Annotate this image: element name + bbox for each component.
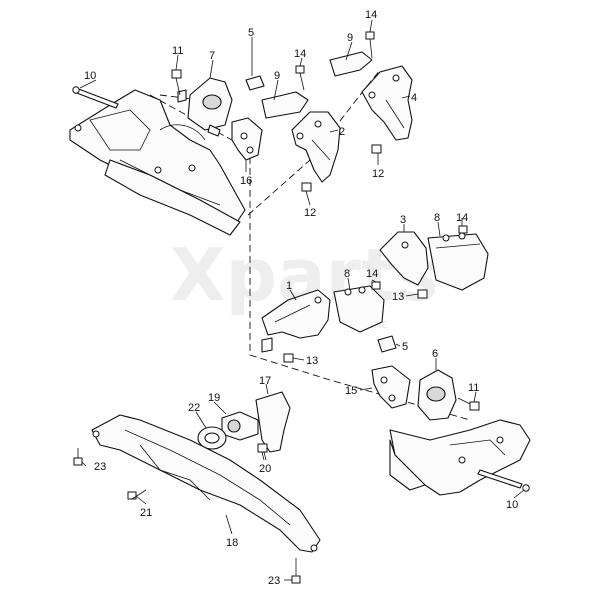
callout-21: 21: [140, 507, 152, 519]
bolts-12: [301, 144, 382, 192]
bolt-11-lower: [457, 397, 480, 411]
bolt-14-right: [458, 225, 468, 234]
callout-13-left: 13: [306, 355, 318, 367]
part-3-bracket: [379, 231, 429, 286]
part-16-bracket: [231, 117, 263, 161]
part-8-pad-left: [333, 285, 385, 333]
callout-7: 7: [209, 50, 215, 62]
lower-subframe: [389, 419, 531, 496]
bolt-14-mid: [295, 65, 305, 91]
part-15-bracket: [371, 365, 411, 409]
callout-11-top: 11: [172, 45, 183, 57]
bolt-11-top: [171, 69, 182, 96]
callout-14-mid: 14: [294, 48, 306, 60]
callout-23-left: 23: [94, 461, 106, 473]
part-2-bracket: [291, 111, 341, 183]
callout-11-lower: 11: [468, 382, 479, 394]
callout-1: 1: [286, 280, 292, 292]
bolt-14-left: [371, 281, 381, 290]
callout-2: 2: [339, 126, 345, 138]
callout-3: 3: [400, 214, 406, 226]
callout-14-left: 14: [366, 268, 378, 280]
callout-8-left: 8: [344, 268, 350, 280]
callout-20: 20: [259, 463, 271, 475]
callout-19: 19: [208, 392, 220, 404]
callout-12-left: 12: [304, 207, 316, 219]
callout-10-lower: 10: [506, 499, 518, 511]
callout-15: 15: [345, 385, 357, 397]
bolt-13-right: [417, 289, 428, 299]
bolts-23-21: [73, 448, 301, 584]
upper-subframe: [69, 86, 246, 236]
callout-12-right: 12: [372, 168, 384, 180]
part-5-block-lower: [377, 335, 397, 353]
callout-14-top: 14: [365, 9, 377, 21]
callout-5-top: 5: [248, 27, 254, 39]
bolt-20: [257, 443, 268, 461]
callout-17: 17: [259, 375, 271, 387]
part-1-bracket: [261, 289, 331, 353]
bolt-14-top: [365, 31, 375, 59]
part-9-plate-top: [329, 51, 373, 77]
callout-10-top: 10: [84, 70, 96, 82]
callout-13-right: 13: [392, 291, 404, 303]
bolt-13-left: [283, 353, 294, 363]
part-18-crossmember: [91, 414, 321, 553]
part-8-pad-right: [427, 232, 489, 291]
callout-6: 6: [432, 348, 438, 360]
callout-8-right: 8: [434, 212, 440, 224]
part-4-bracket: [361, 65, 413, 141]
part-6-mount: [417, 369, 457, 421]
callout-16: 16: [240, 175, 252, 187]
callout-22: 22: [188, 402, 200, 414]
part-22-ring: [197, 426, 227, 450]
part-19-bush: [221, 411, 259, 441]
part-5-block: [245, 75, 265, 91]
callout-4: 4: [411, 92, 417, 104]
callout-14-right: 14: [456, 212, 468, 224]
callout-5-lower: 5: [402, 341, 408, 353]
part-17-bracket: [255, 391, 291, 453]
part-7-mount: [177, 77, 233, 137]
part-9-plate-mid: [261, 91, 309, 119]
leader-lines: [79, 19, 525, 581]
callout-23-bottom: 23: [268, 575, 280, 587]
callout-18: 18: [226, 537, 238, 549]
callout-9-mid: 9: [274, 70, 280, 82]
callout-9-top: 9: [347, 32, 353, 44]
callout-labels: 10 11 7 5 14 9 9 14 4 2 16 12 12 3 8 14 …: [84, 9, 518, 587]
